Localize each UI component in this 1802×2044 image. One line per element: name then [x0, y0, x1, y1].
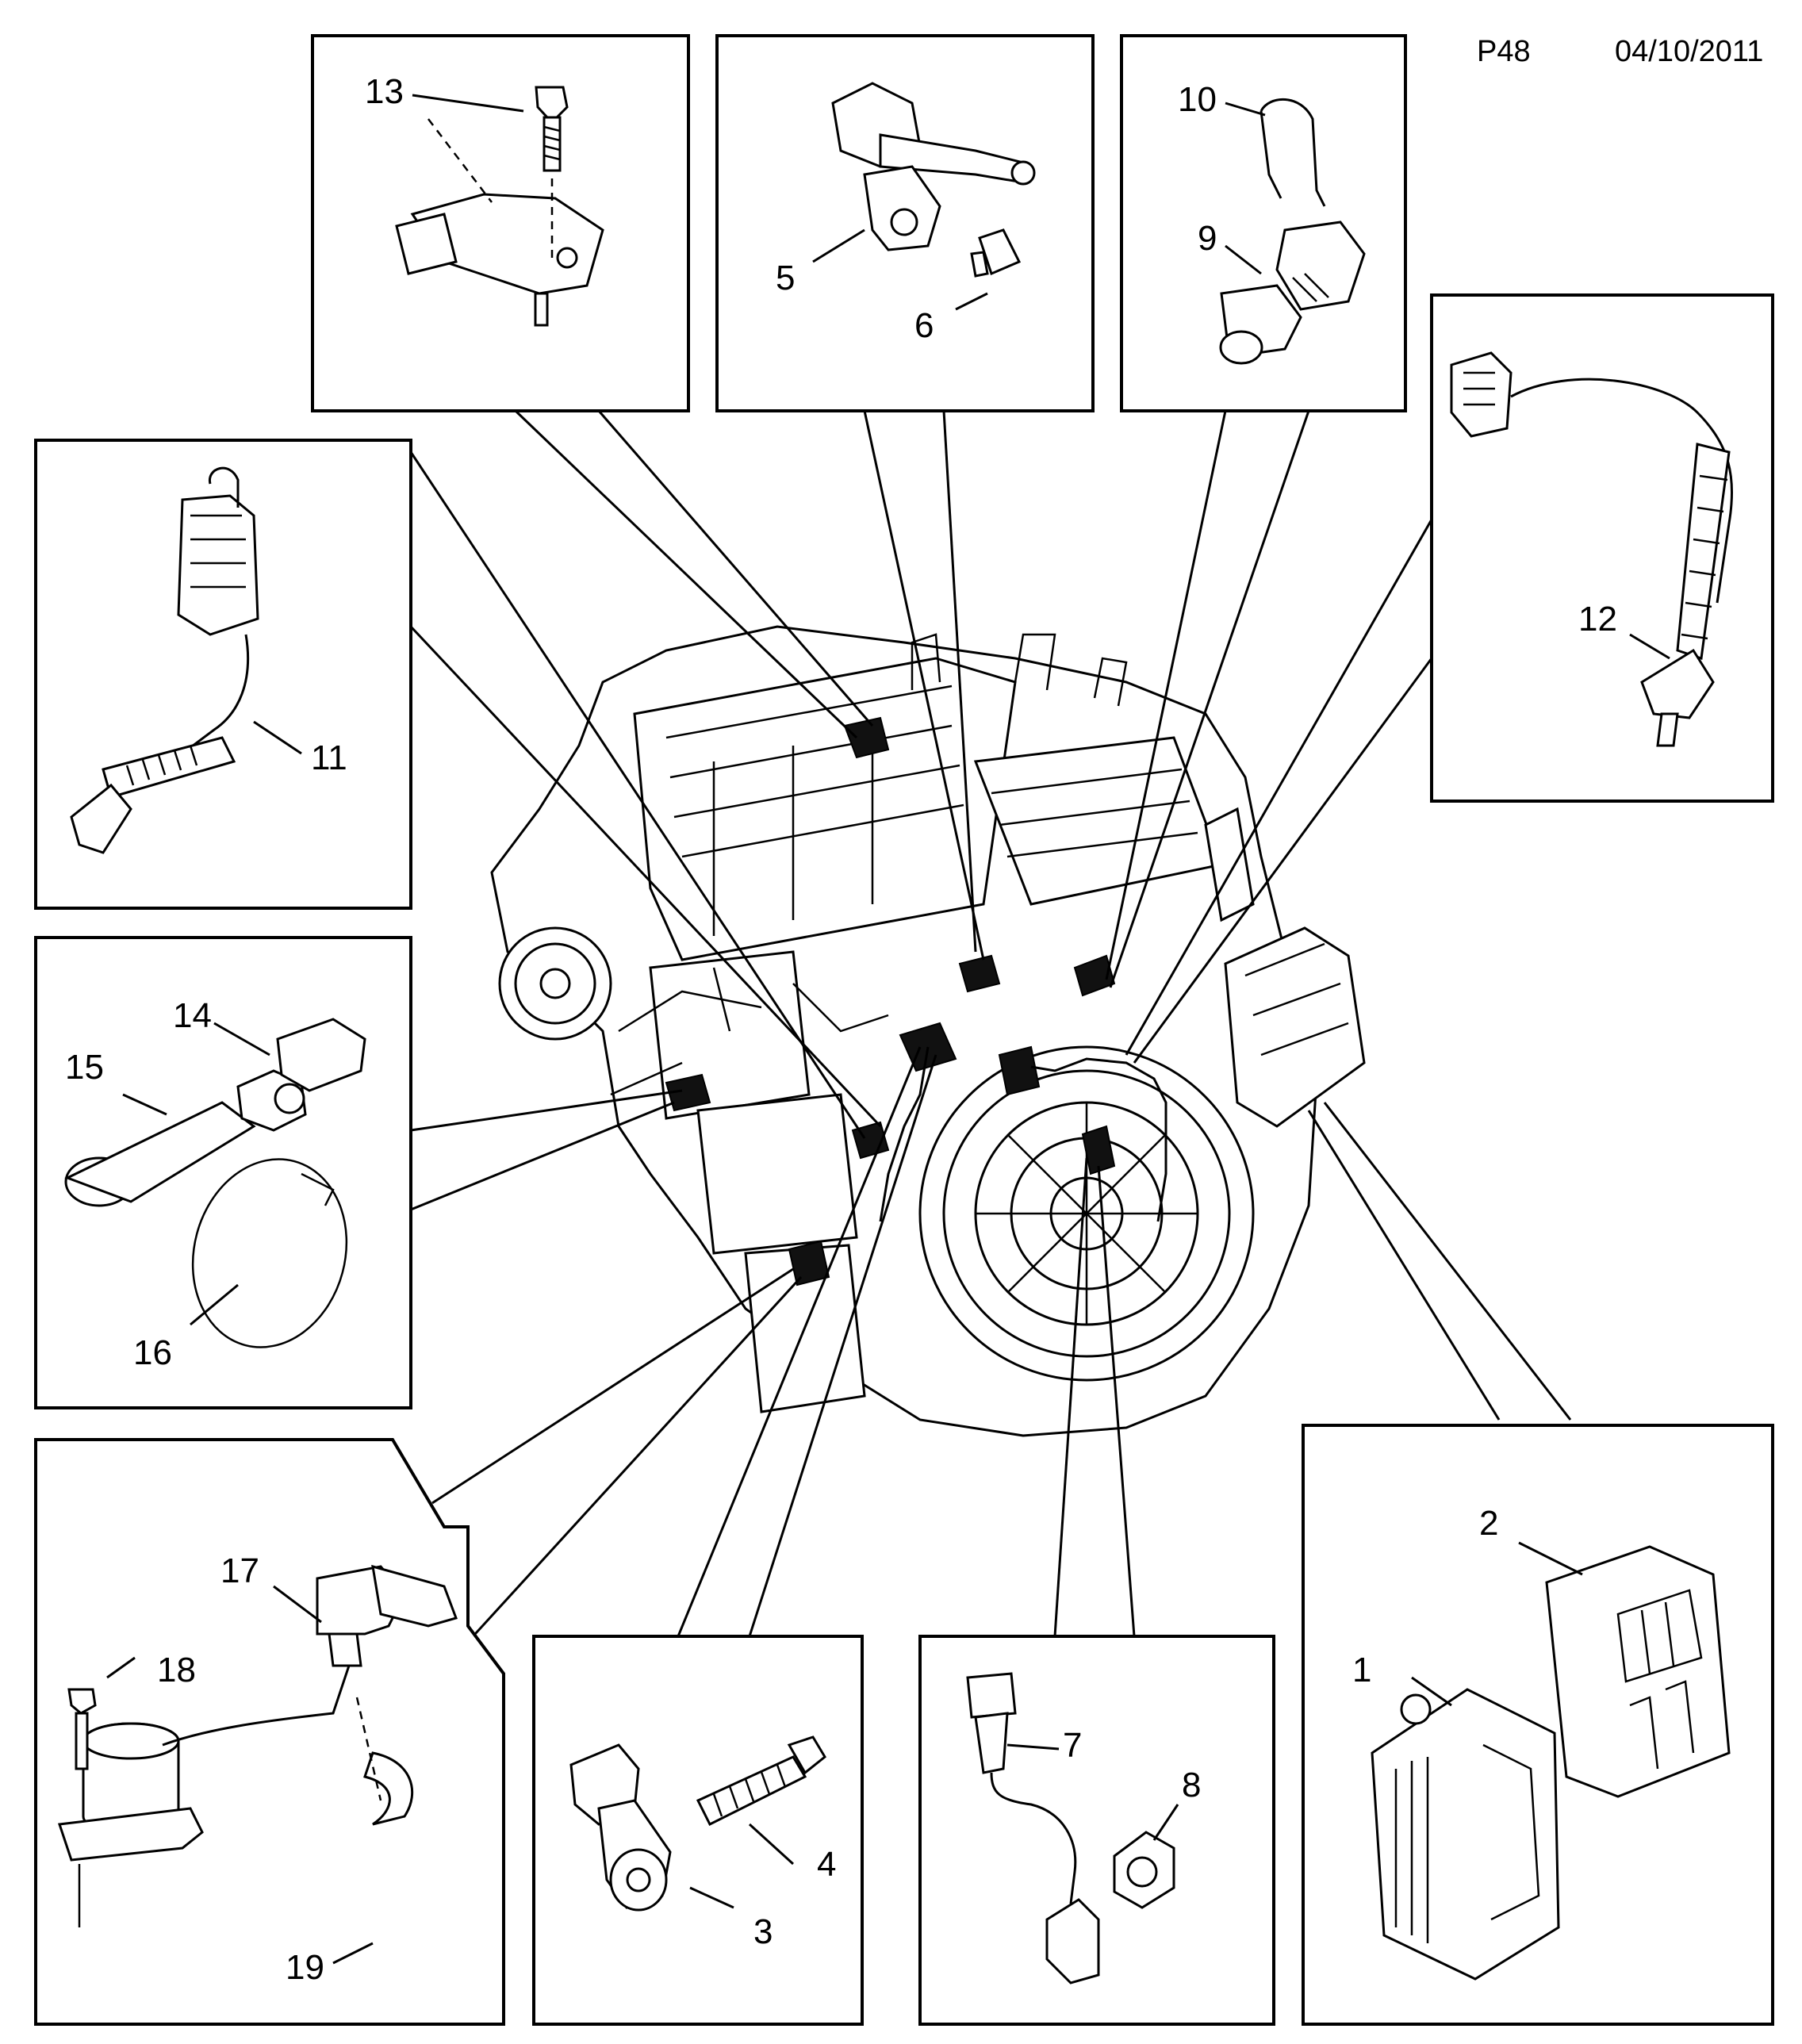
detail-box-13: [311, 34, 690, 412]
detail-box-1-2: [1302, 1424, 1774, 2026]
detail-box-14-15-16: [34, 936, 412, 1409]
callout-5: 5: [776, 259, 795, 297]
callout-13: 13: [365, 72, 404, 111]
detail-box-7-8: [918, 1635, 1275, 2026]
detail-box-17-18-19: [34, 1438, 505, 2026]
detail-box-11: [34, 439, 412, 910]
callout-12: 12: [1578, 600, 1617, 639]
callout-17: 17: [220, 1551, 259, 1590]
callout-16: 16: [133, 1333, 172, 1372]
detail-box-12: [1430, 293, 1774, 803]
diagram-date: 04/10/2011: [1615, 35, 1764, 68]
callout-leaders: [106, 94, 1670, 1965]
detail-box-3-4: [532, 1635, 864, 2026]
callout-8: 8: [1182, 1766, 1201, 1804]
detail-box-9-10: [1120, 34, 1407, 412]
callout-18: 18: [157, 1651, 196, 1689]
callout-15: 15: [65, 1048, 104, 1087]
callout-9: 9: [1198, 219, 1217, 258]
engine-illustration: [490, 625, 1366, 1437]
leader-lines: [409, 409, 1572, 1643]
callout-7: 7: [1063, 1726, 1082, 1765]
callout-1: 1: [1352, 1651, 1371, 1689]
callout-6: 6: [914, 306, 934, 345]
detail-box-5-6: [715, 34, 1095, 412]
page-code: P48: [1477, 35, 1531, 68]
callout-14: 14: [173, 996, 212, 1035]
callout-2: 2: [1479, 1504, 1498, 1543]
callout-11: 11: [311, 738, 347, 777]
callout-3: 3: [753, 1912, 773, 1951]
callout-labels: 13 5 6 10 9 12 11 14 15 16 17 18 19 4 3 …: [65, 72, 1617, 1987]
callout-4: 4: [817, 1845, 836, 1884]
callout-19: 19: [286, 1948, 324, 1987]
callout-10: 10: [1178, 80, 1217, 119]
